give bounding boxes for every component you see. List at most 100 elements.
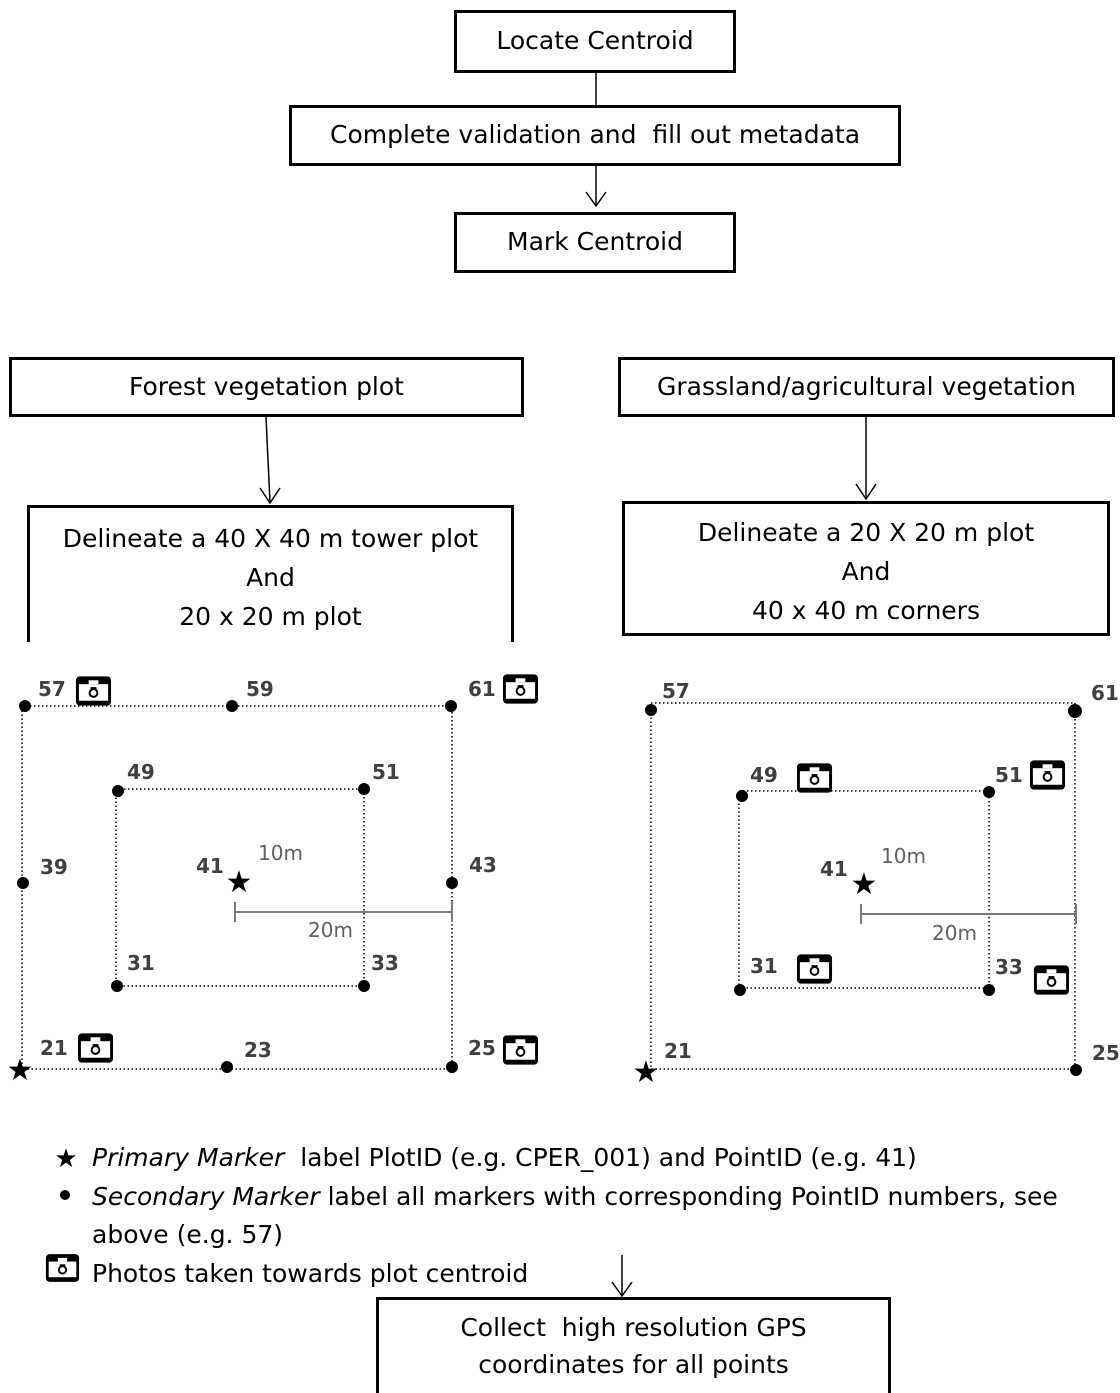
dot-icon [983,786,995,798]
grassland-plot-diagram: ★ ★ 57 61 49 51 41 31 33 21 25 10m 20m [633,679,1120,1090]
point-label-49: 49 [127,760,155,784]
arrow-down-icon [585,165,607,208]
forest-header-label: Forest vegetation plot [129,371,404,401]
grassland-delineate-line-1: Delineate a 20 X 20 m plot [697,518,1035,547]
camera-icon [796,953,833,985]
grassland-delineate-line-3: 40 x 40 m corners [752,595,980,625]
dot-icon [446,877,458,889]
forest-delineate-line-2: And [246,562,295,592]
star-icon: ★ [851,867,878,902]
point-label-51: 51 [372,760,400,784]
legend-primary-marker: Primary Marker label PlotID (e.g. CPER_0… [92,1141,917,1174]
camera-icon [1033,964,1070,996]
camera-icon [77,1032,114,1064]
camera-icon [75,675,112,707]
dot-icon [445,700,457,712]
mark-centroid-box: Mark Centroid [454,212,736,273]
camera-icon [502,1034,539,1066]
outer-plot-boundary [650,702,1076,1070]
grassland-delineate-line-2: And [841,556,891,586]
legend-primary-title: Primary Marker [92,1143,285,1172]
point-label-25: 25 [468,1036,496,1060]
point-label-23: 23 [244,1038,272,1062]
grassland-header-label: Grassland/agricultural vegetation [657,371,1076,401]
point-label-39: 39 [40,855,68,879]
point-label-57: 57 [662,679,690,703]
star-icon: ★ [7,1053,34,1088]
dimension-line [860,904,1077,924]
point-label-25: 25 [1092,1041,1120,1065]
camera-icon [502,673,539,705]
forest-header-box: Forest vegetation plot [9,357,524,417]
legend-secondary-text-2: above (e.g. 57) [92,1220,284,1249]
legend-secondary-marker: Secondary Marker label all markers with … [92,1180,1102,1213]
grassland-header-box: Grassland/agricultural vegetation [618,357,1115,417]
collect-gps-box: Collect high resolution GPS coordinates … [376,1297,891,1393]
dot-icon [1070,1064,1082,1076]
dot-icon [358,783,370,795]
locate-centroid-box: Locate Centroid [454,10,736,73]
dot-icon [983,984,995,996]
point-label-59: 59 [246,677,274,701]
inner-plot-boundary [115,788,365,987]
camera-icon [796,762,833,794]
legend-secondary-continued: above (e.g. 57) [92,1218,283,1251]
point-label-31: 31 [750,954,778,978]
point-label-57: 57 [38,677,66,701]
forest-delineate-box: Delineate a 40 X 40 m tower plot And 20 … [27,505,514,642]
forest-delineate-line-3: 20 x 20 m plot [179,601,362,631]
arrow-down-icon [259,416,281,505]
dot-icon [60,1190,70,1200]
dot-icon [1068,704,1082,718]
dimension-label-10m: 10m [258,841,303,865]
point-label-33: 33 [995,955,1023,979]
star-icon: ★ [633,1055,660,1090]
point-label-31: 31 [127,951,155,975]
point-label-51: 51 [995,763,1023,787]
dot-icon [19,700,31,712]
dot-icon [446,1061,458,1073]
point-label-41: 41 [196,854,224,878]
dot-icon [221,1061,233,1073]
forest-plot-diagram: ★ ★ 57 59 61 49 51 39 41 43 31 33 21 23 … [7,673,539,1088]
point-label-21: 21 [40,1036,68,1060]
camera-icon [1029,759,1066,791]
legend-secondary-title: Secondary Marker [92,1182,320,1211]
grassland-delineate-box: Delineate a 20 X 20 m plot And 40 x 40 m… [622,501,1110,636]
dimension-label-20m: 20m [932,921,977,945]
dot-icon [226,700,238,712]
point-label-33: 33 [371,951,399,975]
point-label-41: 41 [820,857,848,881]
locate-centroid-label: Locate Centroid [496,26,694,56]
star-icon: ★ [226,865,253,900]
point-label-43: 43 [469,853,497,877]
dot-icon [111,980,123,992]
dot-icon [112,785,124,797]
mark-centroid-label: Mark Centroid [507,227,683,257]
collect-gps-line-2: coordinates for all points [478,1349,789,1379]
dot-icon [645,704,657,716]
validation-label: Complete validation and fill out metadat… [329,120,861,150]
collect-gps-line-1: Collect high resolution GPS [460,1313,807,1343]
legend-primary-text: label PlotID (e.g. CPER_001) and PointID… [284,1143,917,1172]
point-label-21: 21 [664,1039,692,1063]
arrow-down-icon [855,417,877,501]
point-label-61: 61 [1091,681,1119,705]
legend-photos-text: Photos taken towards plot centroid [92,1259,529,1288]
dot-icon [17,877,29,889]
inner-plot-boundary [738,790,990,989]
dot-icon [358,980,370,992]
arrow-down-icon [611,1255,633,1298]
point-label-49: 49 [750,763,778,787]
legend-secondary-text: label all markers with corresponding Poi… [319,1182,1058,1211]
dot-icon [736,790,748,802]
forest-delineate-line-1: Delineate a 40 X 40 m tower plot [62,524,479,553]
point-label-61: 61 [468,677,496,701]
dimension-label-20m: 20m [308,918,353,942]
dimension-line [234,902,453,922]
camera-icon [45,1253,80,1283]
dot-icon [734,984,746,996]
validation-box: Complete validation and fill out metadat… [289,105,901,166]
dimension-label-10m: 10m [881,844,926,868]
